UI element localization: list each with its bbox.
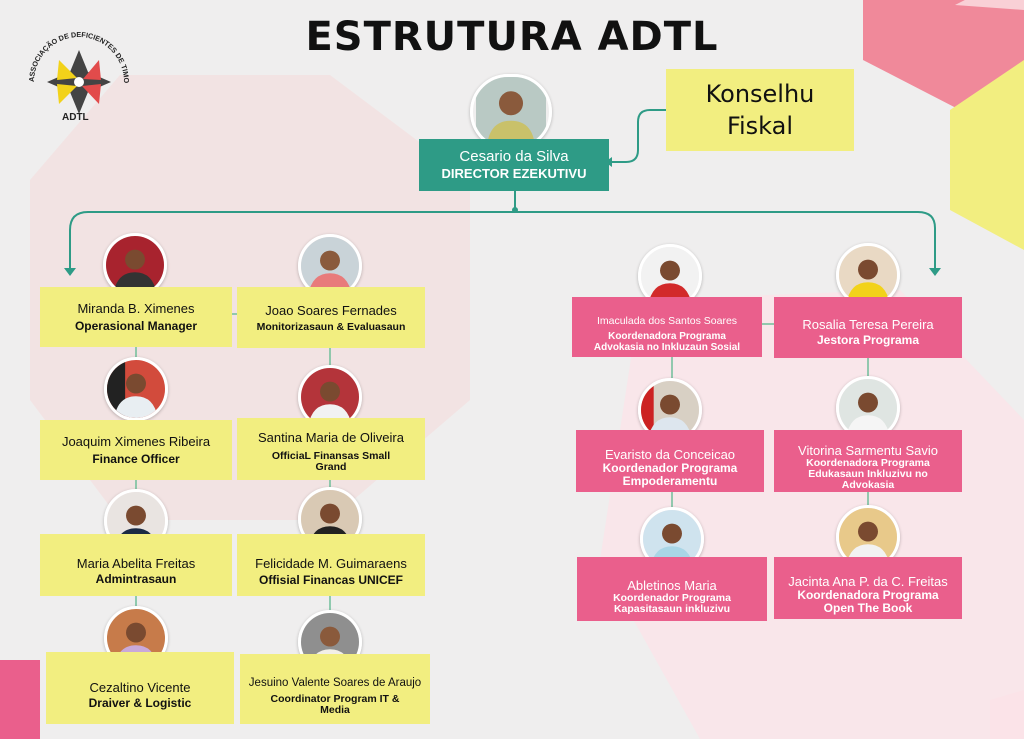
jesuino-role-1: Coordinator Program IT & [270, 693, 400, 705]
abletinos-role-2: Kapasitasaun inkluzivu [613, 602, 731, 615]
rosalia-box: Rosalia Teresa Pereira Jestora Programa [774, 297, 962, 358]
vitorina-role-2: Edukasaun Inkluzivu no [808, 468, 928, 480]
jacinta-name: Jacinta Ana P. da C. Freitas [788, 573, 948, 589]
jesuino-box: Jesuino Valente Soares de Araujo Coordin… [240, 654, 430, 724]
miranda-name: Miranda B. Ximenes [77, 301, 195, 316]
director-name: Cesario da Silva [459, 148, 569, 165]
evaristo-name: Evaristo da Conceicao [604, 446, 736, 462]
abletinos-box: Abletinos Maria Koordenador Programa Kap… [577, 557, 767, 621]
joao-box: Joao Soares Fernades Monitorizasaun & Ev… [237, 287, 425, 348]
miranda-role: Operasional Manager [74, 319, 198, 333]
santina-role-1: OfficiaL Finansas Small [271, 449, 391, 462]
vitorina-name: Vitorina Sarmentu Savio [798, 443, 938, 458]
maria-abelita-box: Maria Abelita Freitas Admintrasaun [40, 534, 232, 596]
abletinos-role-1: Koordenador Programa [613, 591, 731, 604]
cezaltino-box: Cezaltino Vicente Draiver & Logistic [46, 652, 234, 724]
jesuino-role-2: Media [320, 704, 350, 716]
felicidade-box: Felicidade M. Guimaraens Offisial Financ… [237, 534, 425, 596]
abletinos-name: Abletinos Maria [627, 577, 717, 593]
rosalia-role: Jestora Programa [816, 332, 920, 347]
maria-abelita-name: Maria Abelita Freitas [76, 556, 196, 571]
joaquim-box: Joaquim Ximenes Ribeira Finance Officer [40, 420, 232, 480]
joao-role: Monitorizasaun & Evaluasaun [256, 320, 406, 333]
felicidade-role: Offisial Financas UNICEF [258, 572, 404, 587]
jacinta-role-1: Koordenadora Programa [797, 587, 939, 602]
imaculada-name: Imaculada dos Santos Soares [596, 314, 738, 327]
evaristo-role-1: Koordenador Programa [602, 460, 738, 475]
evaristo-box: Evaristo da Conceicao Koordenador Progra… [576, 430, 764, 492]
vitorina-box: Vitorina Sarmentu Savio Koordenadora Pro… [774, 430, 962, 492]
miranda-box: Miranda B. Ximenes Operasional Manager [40, 287, 232, 347]
fiskal-line-1: Konselhu [705, 80, 815, 108]
joaquim-name: Joaquim Ximenes Ribeira [61, 434, 211, 449]
adtl-logo: ASSOCIAÇÃO DE DEFICIENTES DE TIMOR-LESTE [20, 22, 131, 114]
director-role: DIRECTOR EZEKUTIVU [441, 166, 587, 181]
joaquim-role: Finance Officer [92, 452, 180, 466]
imaculada-role-2: Advokasia no Inkluzaun Sosial [593, 341, 741, 353]
santina-name: Santina Maria de Oliveira [258, 429, 404, 445]
santina-box: Santina Maria de Oliveira OfficiaL Finan… [237, 418, 425, 480]
evaristo-role-2: Empoderamentu [622, 473, 718, 488]
vitorina-role-3: Advokasia [841, 479, 895, 491]
cezaltino-name: Cezaltino Vicente [89, 680, 191, 695]
rosalia-name: Rosalia Teresa Pereira [802, 316, 934, 332]
imaculada-role-1: Koordenadora Programa [608, 330, 726, 342]
fiskal-line-2: Fiskal [726, 112, 794, 140]
konselhu-fiskal-box: Konselhu Fiskal [666, 69, 854, 151]
santina-role-2: Grand [315, 460, 347, 473]
director-box: Cesario da Silva DIRECTOR EZEKUTIVU [419, 139, 609, 191]
page-title: ESTRUTURA ADTL [305, 14, 719, 60]
maria-abelita-role: Admintrasaun [95, 572, 177, 586]
vitorina-role-1: Koordenadora Programa [806, 457, 930, 469]
felicidade-name: Felicidade M. Guimaraens [255, 555, 407, 571]
jesuino-name: Jesuino Valente Soares de Araujo [248, 677, 422, 689]
cezaltino-role: Draiver & Logistic [88, 696, 192, 710]
jacinta-role-2: Open The Book [823, 600, 913, 615]
imaculada-box: Imaculada dos Santos Soares Koordenadora… [572, 297, 762, 357]
joaquim-photo [104, 357, 168, 421]
jacinta-box: Jacinta Ana P. da C. Freitas Koordenador… [774, 557, 962, 619]
logo-label: ADTL [62, 112, 89, 123]
joao-name: Joao Soares Fernades [265, 302, 397, 318]
director-photo [470, 74, 552, 150]
